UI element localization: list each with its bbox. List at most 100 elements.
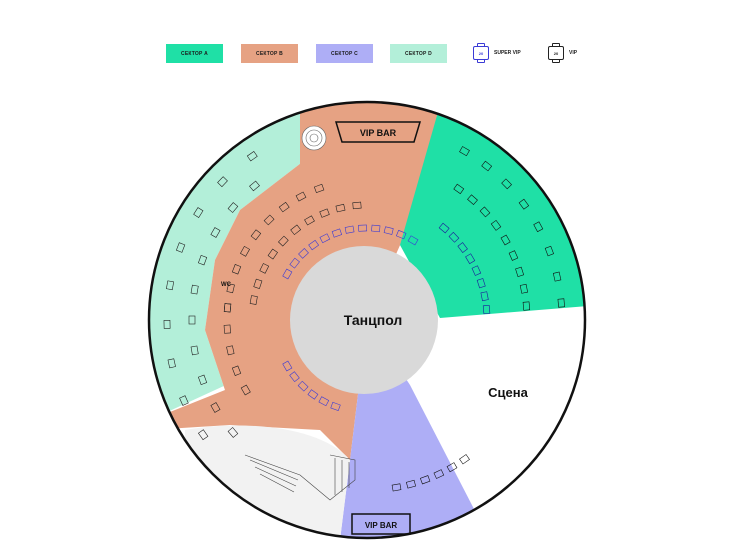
wc-label: WC	[221, 282, 232, 288]
seat-marker	[457, 242, 468, 253]
seat-marker	[522, 301, 531, 311]
seat-marker	[307, 389, 319, 400]
seat-marker	[240, 384, 251, 396]
sector-d-area[interactable]	[150, 100, 367, 420]
seat-markers	[163, 146, 565, 492]
seat-marker	[459, 454, 470, 465]
seat-marker	[240, 245, 250, 257]
seat-marker	[438, 222, 450, 234]
seat-marker	[500, 234, 511, 246]
seat-marker	[249, 295, 258, 305]
seat-marker	[308, 239, 320, 251]
seat-marker	[552, 271, 562, 282]
seat-marker	[344, 225, 355, 234]
seat-marker	[482, 304, 491, 315]
seat-marker	[467, 194, 478, 206]
seat-marker	[226, 283, 235, 294]
legend-super-vip: 20 SUPER VIP	[473, 43, 521, 63]
seat-marker	[352, 201, 362, 210]
seat-marker	[290, 224, 302, 236]
seat-marker	[319, 208, 330, 218]
seat-marker	[259, 263, 270, 274]
seat-marker	[197, 254, 208, 266]
seat-marker	[479, 206, 491, 218]
vip-bar-top-shape	[334, 121, 422, 143]
seat-marker	[282, 360, 293, 372]
seat-marker	[263, 214, 275, 226]
seat-marker	[358, 224, 368, 232]
seat-marker	[465, 253, 476, 265]
seat-marker	[313, 183, 325, 194]
fountain-icon	[301, 125, 327, 151]
seat-marker	[190, 284, 199, 295]
dance-floor[interactable]	[290, 246, 438, 394]
seat-marker	[490, 219, 502, 231]
seat-marker	[223, 324, 231, 334]
seat-marker	[167, 358, 176, 369]
seat-marker	[433, 469, 445, 479]
seat-marker	[453, 183, 465, 195]
seat-marker	[330, 401, 341, 412]
seat-marker	[476, 278, 486, 289]
legend-sector-a[interactable]: СЕКТОР A	[166, 44, 223, 63]
seat-marker	[188, 315, 196, 325]
seat-marker	[371, 224, 381, 233]
legend-sector-c[interactable]: СЕКТОР C	[316, 44, 373, 63]
seat-marker	[297, 380, 309, 392]
vip-seat-icon: 20	[548, 43, 564, 63]
seat-marker	[335, 203, 346, 213]
seat-marker	[295, 191, 307, 202]
seat-marker	[471, 265, 482, 276]
seat-marker	[278, 235, 289, 247]
vip-bar-bottom-shape	[351, 513, 411, 535]
seat-marker	[518, 198, 530, 210]
seat-marker	[419, 475, 431, 485]
seat-marker	[383, 226, 394, 235]
seat-marker	[407, 235, 419, 246]
seat-marker	[446, 462, 458, 473]
seat-marker	[331, 228, 343, 238]
seat-marker	[289, 371, 300, 383]
venue-outline	[147, 100, 587, 540]
legend-sector-a-label: СЕКТОР A	[181, 50, 208, 57]
legend-sector-b-label: СЕКТОР B	[256, 50, 283, 57]
seat-marker	[250, 229, 262, 241]
seat-marker	[190, 345, 199, 356]
vip-bar-bottom-label: VIP BAR	[365, 521, 398, 530]
legend-sector-b[interactable]: СЕКТОР B	[241, 44, 298, 63]
seat-marker	[227, 427, 239, 438]
seat-marker	[508, 250, 519, 261]
legend-sector-c-label: СЕКТОР C	[331, 50, 358, 57]
seat-marker	[197, 374, 208, 386]
legend-sector-d-label: СЕКТОР D	[405, 50, 432, 57]
seat-marker	[304, 215, 315, 226]
seat-marker	[533, 221, 544, 233]
seat-marker	[519, 283, 529, 294]
legend-sector-d[interactable]: СЕКТОР D	[390, 44, 447, 63]
seat-marker	[515, 266, 525, 277]
dance-floor-label: Танцпол	[344, 312, 403, 328]
seat-marker	[391, 483, 402, 492]
seat-marker	[198, 429, 209, 441]
stage-label: Сцена	[488, 385, 528, 400]
seat-marker	[480, 291, 489, 302]
seat-marker	[544, 245, 555, 257]
seat-marker	[231, 365, 242, 376]
super-vip-label: SUPER VIP	[494, 50, 521, 56]
seat-marker	[448, 231, 460, 243]
seat-marker	[217, 176, 228, 188]
seat-marker	[282, 268, 293, 280]
seat-marker	[246, 151, 258, 162]
seat-marker	[557, 298, 565, 308]
legend-vip: 20 VIP	[548, 43, 577, 63]
seat-marker	[227, 202, 239, 213]
stair-area	[185, 425, 350, 538]
seat-marker	[501, 178, 512, 190]
seat-marker	[163, 319, 171, 329]
seat-marker	[193, 207, 204, 218]
seat-marker	[405, 479, 417, 489]
seat-marker	[395, 229, 407, 240]
seat-marker	[278, 201, 290, 213]
stairs	[244, 454, 356, 501]
seat-marker	[319, 233, 331, 244]
